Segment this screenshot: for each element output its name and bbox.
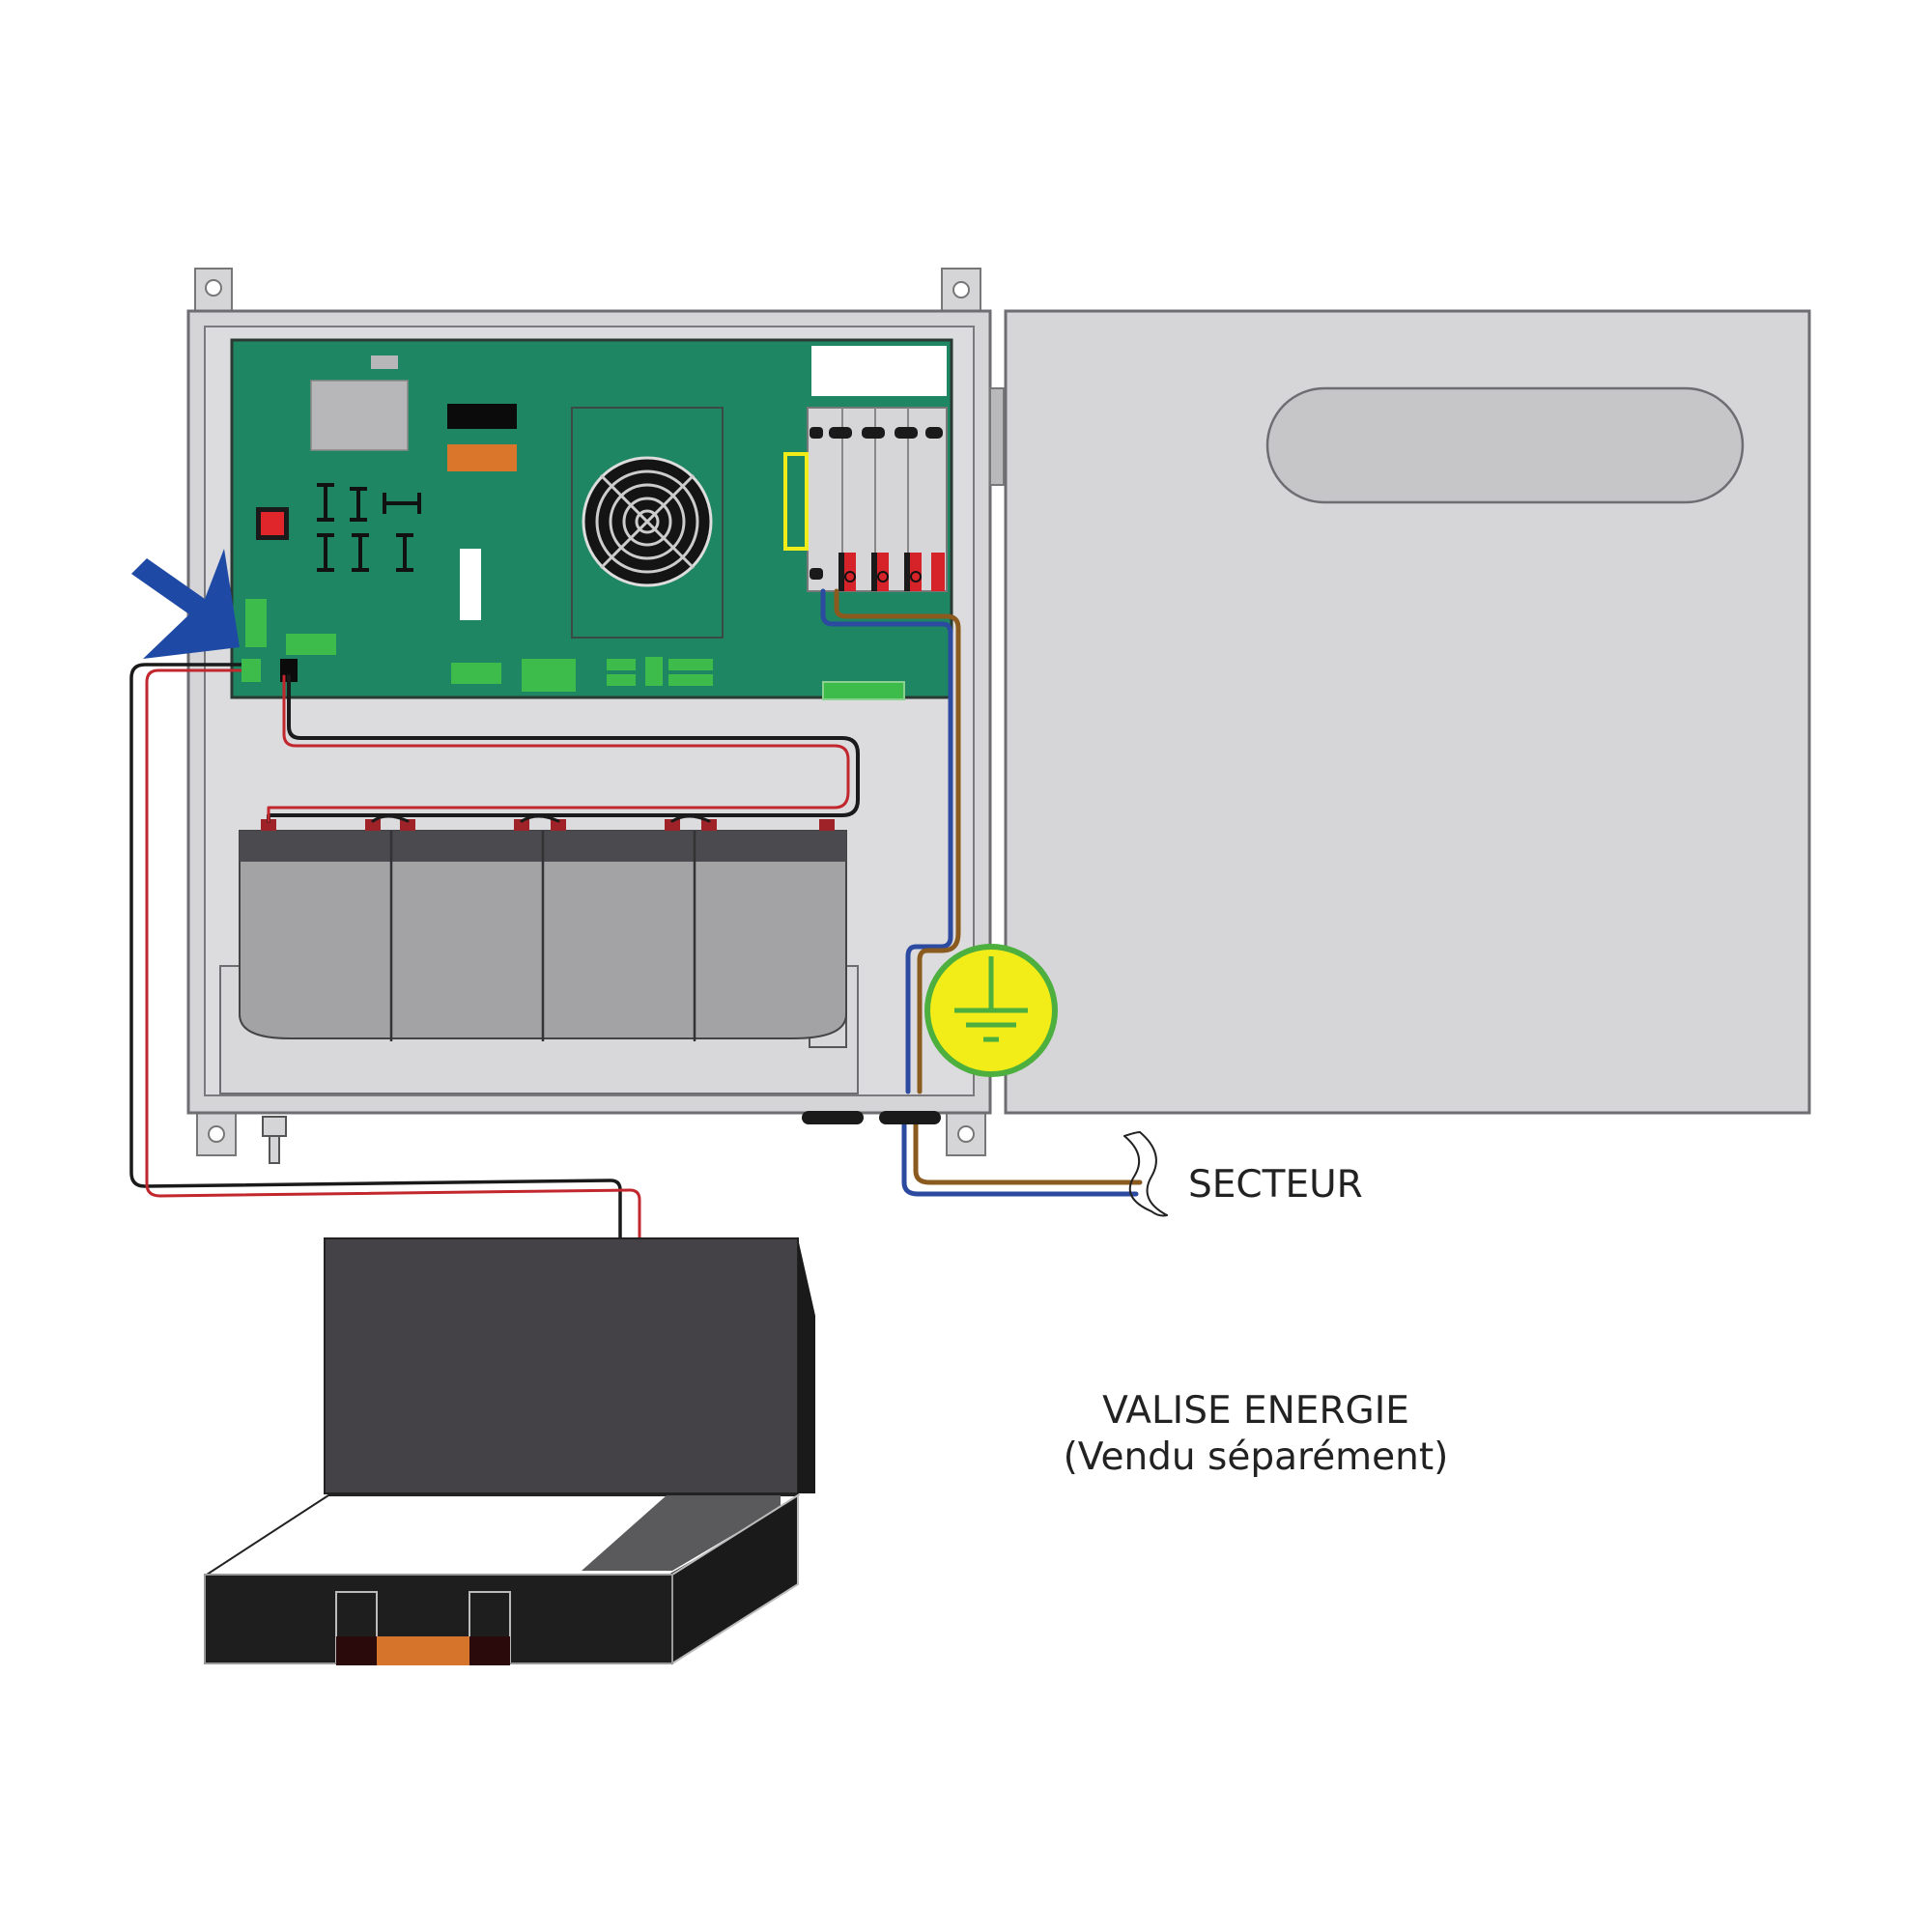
mounting-tab-bottom-right bbox=[946, 1112, 986, 1156]
mounting-tab-bottom-left bbox=[196, 1112, 237, 1156]
capacitor-group bbox=[317, 483, 421, 572]
mains-wiring bbox=[820, 588, 1168, 1217]
power-case-note: (Vendu séparément) bbox=[1063, 1435, 1449, 1479]
component-small-grey bbox=[371, 355, 398, 369]
cable-break-symbol bbox=[1123, 1135, 1152, 1212]
hinge bbox=[989, 387, 1005, 486]
pcb-connectors bbox=[242, 599, 905, 700]
battery-pack bbox=[239, 819, 847, 1041]
earth-screw bbox=[262, 1116, 287, 1164]
earth-symbol-icon bbox=[924, 944, 1058, 1077]
case-lid bbox=[324, 1237, 799, 1494]
mains-label: SECTEUR bbox=[1188, 1163, 1363, 1207]
component-white bbox=[460, 549, 481, 620]
control-board bbox=[230, 338, 953, 700]
mains-terminal-block bbox=[783, 407, 948, 592]
connection-arrow-icon bbox=[131, 549, 240, 659]
enclosure-door bbox=[1004, 309, 1811, 1115]
case-handle bbox=[335, 1591, 511, 1665]
mounting-tab-top-left bbox=[194, 268, 233, 312]
battery-terminals bbox=[261, 819, 835, 831]
mounting-tab-top-right bbox=[941, 268, 981, 312]
fan bbox=[571, 407, 724, 639]
door-handle-recess bbox=[1265, 386, 1745, 504]
label-area bbox=[811, 346, 947, 396]
fuse-indicator bbox=[783, 452, 809, 551]
power-case-title: VALISE ENERGIE bbox=[1102, 1389, 1409, 1433]
external-case-cable bbox=[129, 663, 641, 1561]
cable-glands bbox=[802, 1111, 941, 1124]
component-black bbox=[447, 404, 517, 429]
transformer bbox=[310, 380, 409, 451]
component-orange bbox=[447, 444, 517, 471]
power-case bbox=[203, 1237, 815, 1665]
battery-wiring bbox=[267, 674, 860, 823]
